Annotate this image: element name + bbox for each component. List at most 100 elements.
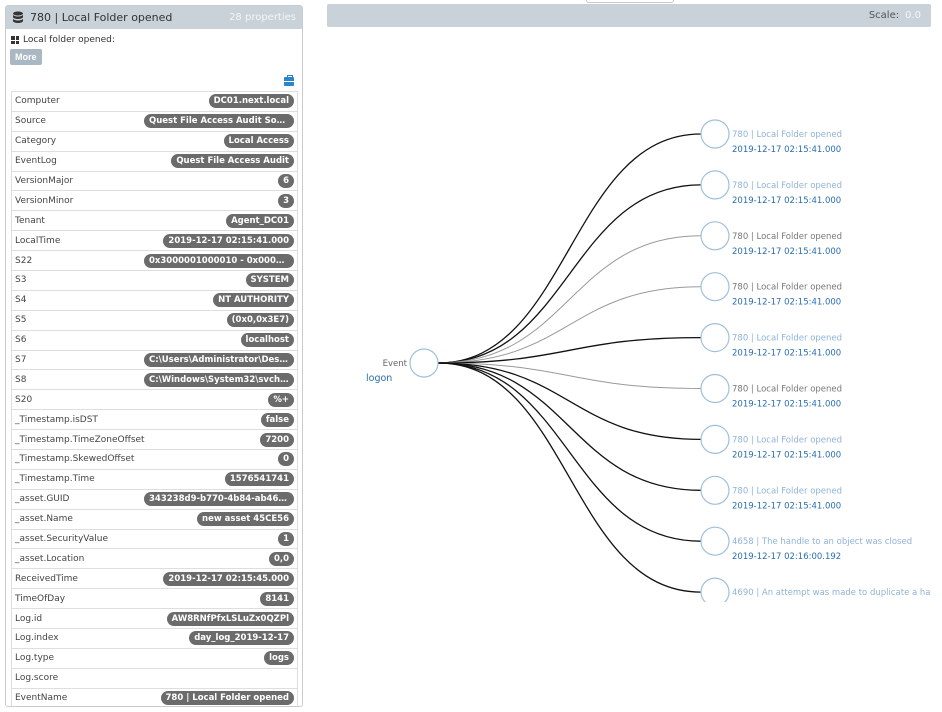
property-value[interactable]: AW8RNfPfxLSLuZx0QZPl: [166, 611, 294, 626]
graph-edge: [437, 235, 702, 364]
property-name: S6: [15, 335, 27, 346]
child-node-time: 2019-12-17 02:15:41.000: [732, 145, 841, 155]
property-value[interactable]: 2019-12-17 02:15:41.000: [163, 233, 294, 248]
child-node[interactable]: [700, 323, 730, 353]
child-node[interactable]: [700, 526, 730, 556]
child-node-label[interactable]: 780 | Local Folder opened: [732, 486, 842, 496]
property-value[interactable]: 6: [278, 174, 294, 188]
property-value[interactable]: 2019-12-17 02:15:45.000: [163, 571, 294, 586]
property-name: VersionMajor: [15, 176, 74, 186]
property-name: _asset.SecurityValue: [15, 534, 108, 545]
child-node-label[interactable]: 780 | Local Folder opened: [732, 181, 842, 191]
property-name: _Timestamp.isDST: [15, 414, 98, 425]
property-name: Log.type: [15, 653, 55, 664]
property-row: VersionMajor 6: [11, 171, 298, 192]
property-row: S8 C:\Windows\System32\svchost...: [11, 370, 298, 391]
graph-edge: [437, 362, 702, 389]
property-value[interactable]: 7200: [260, 432, 294, 447]
child-node-label[interactable]: 780 | Local Folder opened: [732, 283, 842, 293]
property-value[interactable]: false: [260, 412, 294, 427]
root-node[interactable]: [409, 348, 439, 378]
property-row: Log.score: [11, 668, 298, 689]
property-name: _asset.Name: [15, 514, 73, 525]
more-button[interactable]: More: [10, 49, 42, 65]
database-icon: [13, 11, 23, 23]
property-name: S8: [15, 374, 27, 385]
briefcase-icon[interactable]: [284, 75, 294, 86]
property-value[interactable]: 0,0: [268, 551, 294, 566]
child-node[interactable]: [700, 272, 730, 302]
property-value[interactable]: DC01.next.local: [208, 94, 294, 109]
child-node-time: 2019-12-17 02:15:41.000: [732, 349, 841, 359]
child-node-label[interactable]: 780 | Local Folder opened: [732, 435, 842, 445]
child-node[interactable]: [700, 119, 730, 149]
child-node-label[interactable]: 780 | Local Folder opened: [732, 334, 842, 344]
event-details-panel: 780 | Local Folder opened 28 properties …: [5, 5, 303, 707]
graph-edge: [437, 286, 702, 364]
property-row: Log.type logs: [11, 648, 298, 669]
property-value[interactable]: (0x0,0x3E7): [226, 313, 294, 328]
child-node[interactable]: [700, 577, 730, 606]
child-node[interactable]: [700, 170, 730, 200]
property-row: S6 localhost: [11, 330, 298, 351]
child-node-label[interactable]: 780 | Local Folder opened: [732, 385, 842, 395]
property-value[interactable]: 0: [278, 452, 294, 467]
property-value[interactable]: 1576541741: [224, 472, 294, 487]
child-node-label[interactable]: 4690 | An attempt was made to duplicate …: [732, 588, 942, 598]
property-value[interactable]: logs: [264, 651, 294, 666]
property-row: S5 (0x0,0x3E7): [11, 310, 298, 331]
property-value[interactable]: 0x3000001000010 - 0x0000000...: [144, 253, 294, 268]
property-name: S5: [15, 315, 27, 326]
property-value[interactable]: Local Access: [223, 134, 294, 149]
panel-title: 780 | Local Folder opened: [30, 11, 173, 24]
panel-header: 780 | Local Folder opened 28 properties: [6, 6, 302, 29]
property-count: 28 properties: [229, 12, 296, 23]
property-name: S22: [15, 255, 33, 266]
property-name: S20: [15, 394, 33, 405]
child-node-time: 2019-12-17 02:15:41.000: [732, 196, 841, 206]
child-node-time: 2019-12-17 02:15:41.000: [732, 247, 841, 257]
property-value[interactable]: 8141: [260, 591, 294, 606]
child-node[interactable]: [700, 373, 730, 404]
scale-bar: Scale: 0.0: [327, 4, 931, 27]
property-value[interactable]: NT AUTHORITY: [213, 293, 294, 308]
property-name: VersionMinor: [15, 195, 74, 206]
graph-edge: [437, 362, 702, 491]
property-value[interactable]: localhost: [240, 333, 294, 348]
property-value[interactable]: Quest File Access Audit Sou...: [144, 114, 294, 129]
property-row: VersionMinor 3: [11, 191, 298, 212]
property-value[interactable]: Quest File Access Audit: [171, 154, 294, 169]
property-value[interactable]: 780 | Local Folder opened: [160, 691, 294, 706]
child-node-label[interactable]: 4658 | The handle to an object was close…: [732, 537, 912, 547]
child-node[interactable]: [700, 221, 730, 251]
property-name: Log.score: [15, 673, 59, 684]
property-value[interactable]: day_log_2019-12-17: [189, 631, 294, 646]
property-value[interactable]: SYSTEM: [245, 273, 294, 288]
property-name: S3: [15, 275, 27, 286]
property-name: S7: [15, 355, 27, 366]
child-node-time: 2019-12-17 02:15:41.000: [732, 298, 841, 308]
property-value[interactable]: C:\Windows\System32\svchost...: [144, 372, 294, 387]
child-node-time: 2019-12-17 02:15:41.000: [732, 501, 841, 511]
root-sublabel[interactable]: logon: [366, 373, 392, 384]
scale-value[interactable]: 0.0: [905, 10, 921, 21]
property-value[interactable]: Agent_DC01: [226, 213, 294, 228]
property-value[interactable]: %+: [268, 392, 294, 407]
property-value[interactable]: new asset 45CE56: [197, 512, 294, 527]
property-value[interactable]: 343238d9-b770-4b84-ab46-77c...: [144, 492, 294, 507]
property-value[interactable]: 3: [278, 193, 294, 208]
property-value[interactable]: C:\Users\Administrator\Desk...: [144, 353, 294, 368]
child-node-label[interactable]: 780 | Local Folder opened: [732, 130, 842, 140]
child-node[interactable]: [700, 475, 730, 505]
child-node-label[interactable]: 780 | Local Folder opened: [732, 232, 842, 242]
child-node[interactable]: [700, 424, 730, 454]
graph-edge: [437, 362, 702, 441]
property-value[interactable]: 1: [278, 532, 294, 547]
property-row: _Timestamp.isDST false: [11, 410, 298, 431]
